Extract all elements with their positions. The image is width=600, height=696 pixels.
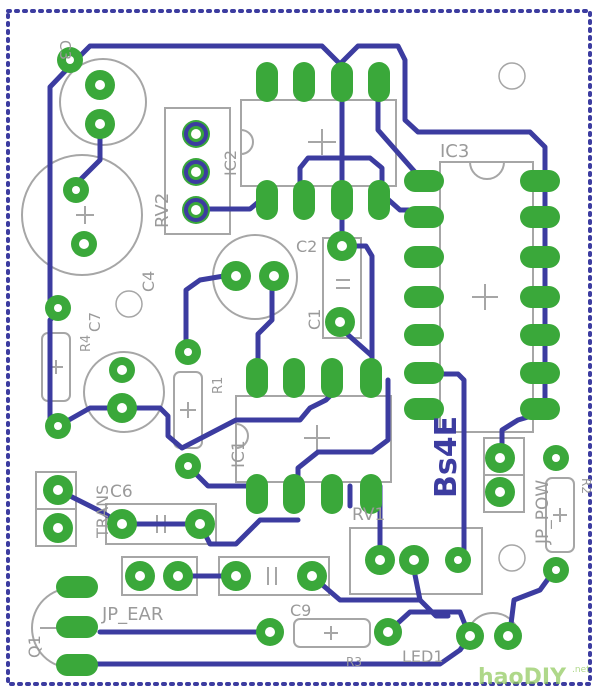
- label-led1: LED1: [402, 647, 444, 666]
- label-c9: C9: [290, 601, 311, 620]
- board-outline: [6, 9, 592, 686]
- label-ic2: IC2: [221, 150, 240, 176]
- label-c3: C3: [56, 40, 74, 60]
- label-c1: C1: [305, 309, 324, 330]
- label-c7: C7: [86, 312, 104, 332]
- board-copper-text: Bs4E: [429, 416, 464, 498]
- silkscreen-layer: [21, 58, 575, 669]
- drill-holes: [53, 56, 560, 641]
- label-r2: R2: [579, 478, 593, 494]
- label-rv1: RV1: [352, 505, 385, 525]
- mounting-hole: [498, 544, 526, 572]
- label-q1: Q1: [25, 635, 44, 658]
- label-c4: C4: [139, 271, 158, 292]
- label-ic1: IC1: [229, 440, 249, 468]
- mounting-hole: [115, 290, 143, 318]
- label-r1: R1: [211, 377, 226, 394]
- label-r3: R3: [346, 655, 362, 669]
- label-trans: TRANS: [93, 485, 112, 539]
- watermark-suffix: .net: [572, 665, 590, 675]
- label-jp-ear: JP_EAR: [101, 604, 163, 625]
- label-r4: R4: [79, 335, 94, 352]
- mounting-hole: [498, 62, 526, 90]
- ic2-pads: [184, 122, 208, 222]
- label-c2: C2: [296, 237, 317, 256]
- label-c6: C6: [110, 482, 133, 502]
- label-jp-pow: JP_POW: [533, 480, 553, 545]
- label-ic3: IC3: [440, 141, 469, 162]
- watermark-logo: haoDIY: [478, 665, 567, 690]
- label-rv2: RV2: [152, 193, 173, 228]
